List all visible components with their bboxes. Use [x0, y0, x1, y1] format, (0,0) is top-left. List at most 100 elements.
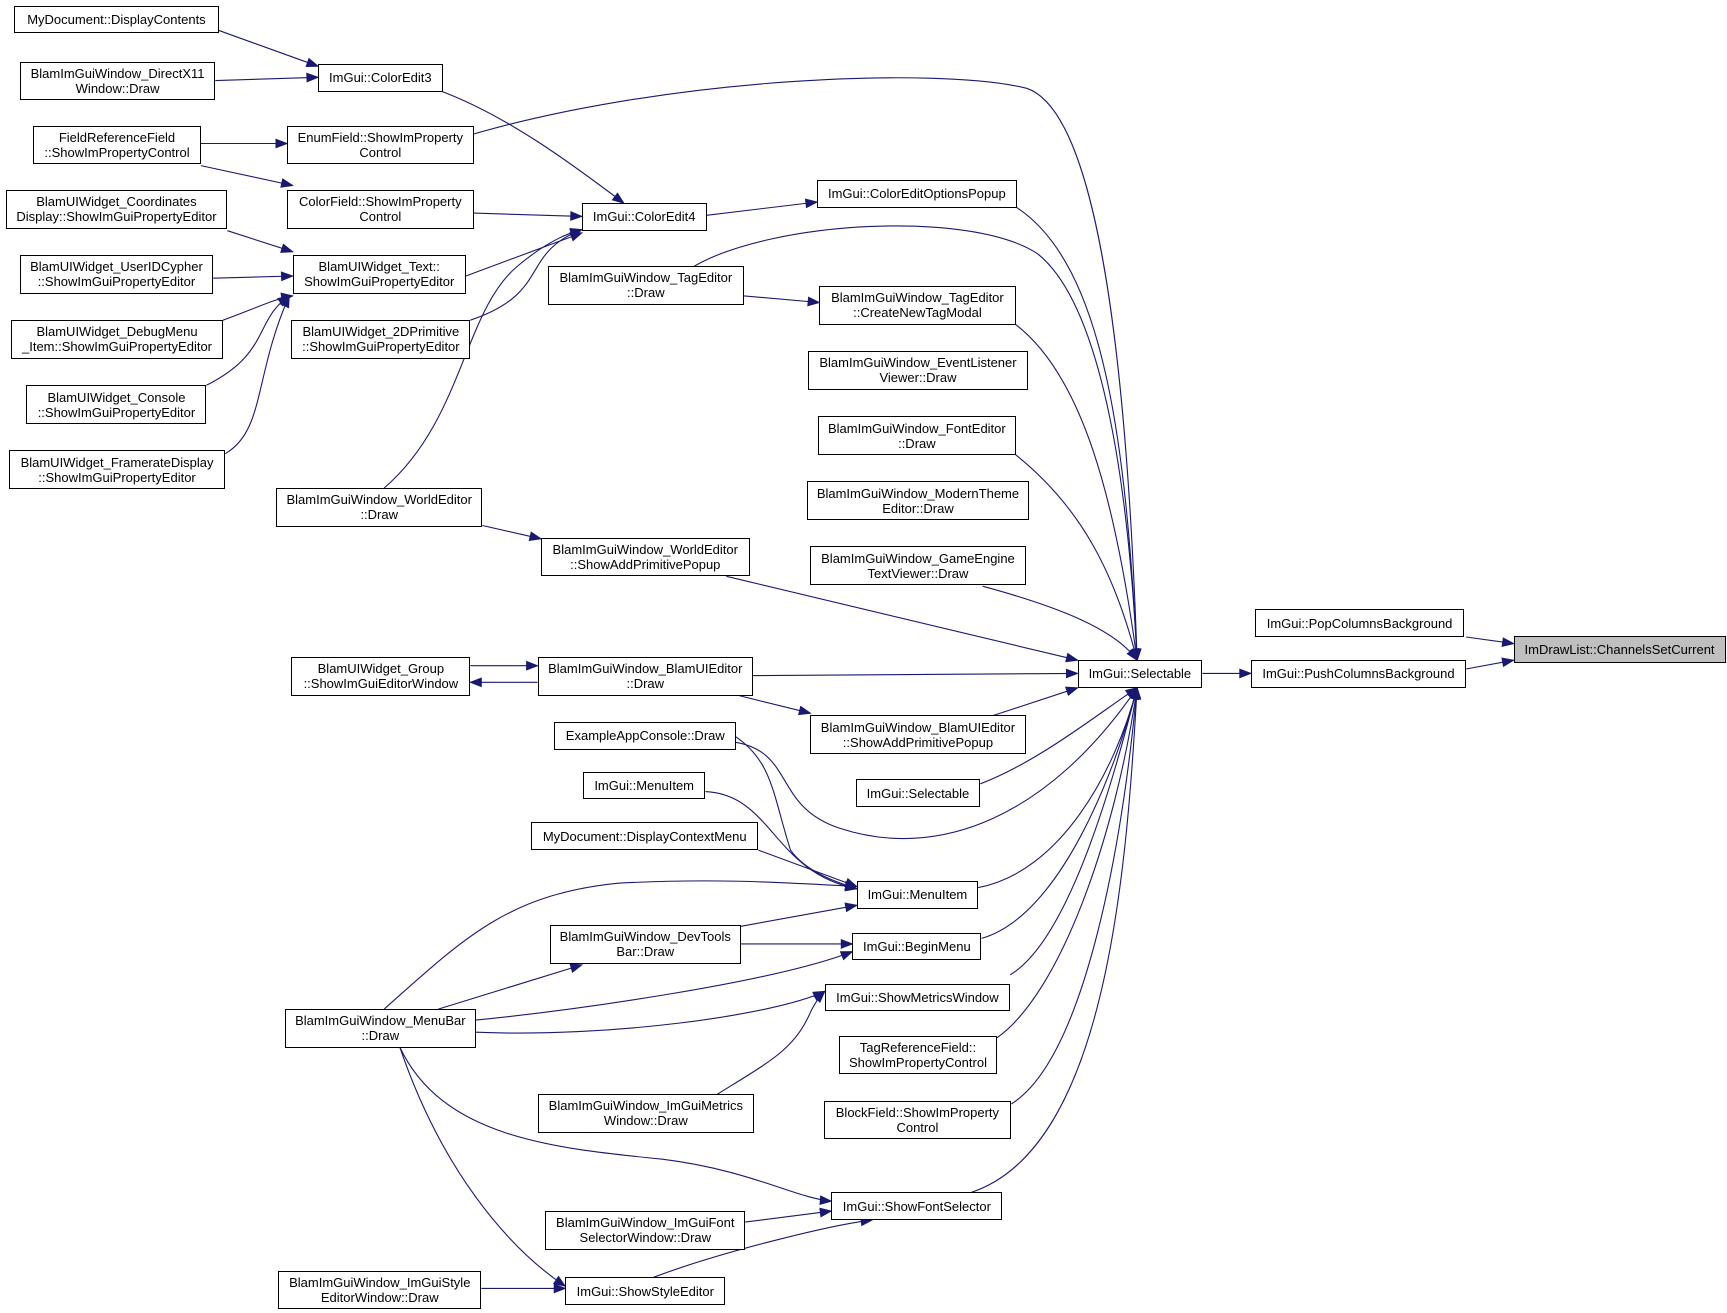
- node-label-line: ImGui::ColorEdit4: [592, 209, 696, 225]
- graph-node-appconsole[interactable]: ExampleAppConsole::Draw: [554, 722, 737, 750]
- graph-node-text[interactable]: BlamUIWidget_Text::ShowImGuiPropertyEdit…: [292, 255, 466, 294]
- graph-node-tageditor[interactable]: BlamImGuiWindow_TagEditor::Draw: [547, 266, 745, 305]
- arrowhead-icon: [1065, 652, 1079, 663]
- graph-node-addprim-ui[interactable]: BlamImGuiWindow_BlamUIEditor::ShowAddPri…: [810, 715, 1026, 755]
- graph-node-debugmenu[interactable]: BlamUIWidget_DebugMenu_Item::ShowImGuiPr…: [11, 320, 223, 359]
- graph-node-display-contents[interactable]: MyDocument::DisplayContents: [14, 5, 219, 34]
- arrowhead-icon: [844, 902, 859, 913]
- graph-node-fonteditor[interactable]: BlamImGuiWindow_FontEditor::Draw: [818, 416, 1016, 455]
- graph-node-selectable2[interactable]: ImGui::Selectable: [855, 779, 981, 808]
- node-label-line: Viewer::Draw: [879, 370, 957, 386]
- call-edge: [694, 225, 1138, 661]
- graph-node-menuitem-r[interactable]: ImGui::MenuItem: [856, 880, 979, 909]
- call-edge: [977, 687, 1138, 889]
- graph-node-coloredit3[interactable]: ImGui::ColorEdit3: [317, 64, 443, 92]
- node-label-line: ImDrawList::ChannelsSetCurrent: [1524, 642, 1715, 658]
- node-label-line: EditorWindow::Draw: [320, 1290, 439, 1306]
- call-edge: [653, 1219, 873, 1278]
- node-label-line: BlamImGuiWindow_ImGuiStyle: [289, 1275, 471, 1291]
- node-label-line: Bar::Draw: [616, 944, 675, 960]
- node-label-line: ::ShowImGuiPropertyEditor: [38, 469, 196, 485]
- node-label-line: ImGui::ShowMetricsWindow: [836, 989, 999, 1005]
- node-label-line: BlamImGuiWindow_DevTools: [559, 929, 731, 945]
- graph-node-push[interactable]: ImGui::PushColumnsBackground: [1250, 660, 1467, 688]
- node-label-line: ::Draw: [360, 507, 398, 523]
- arrowhead-icon: [1126, 647, 1138, 662]
- graph-node-createtag[interactable]: BlamImGuiWindow_TagEditor::CreateNewTagM…: [819, 285, 1016, 325]
- graph-node-coloredit4[interactable]: ImGui::ColorEdit4: [581, 203, 707, 231]
- arrowhead-icon: [553, 1283, 567, 1294]
- graph-node-selectable[interactable]: ImGui::Selectable: [1077, 660, 1203, 688]
- call-edge: [206, 295, 290, 386]
- graph-node-tagref[interactable]: TagReferenceField::ShowImPropertyControl: [839, 1035, 997, 1075]
- node-label-line: BlamUIWidget_DebugMenu: [36, 324, 198, 340]
- node-label-line: ImGui::ShowFontSelector: [842, 1198, 991, 1214]
- arrowhead-icon: [526, 660, 540, 671]
- arrowhead-icon: [1064, 686, 1079, 697]
- call-edge: [475, 951, 853, 1021]
- graph-node-fieldref[interactable]: FieldReferenceField::ShowImPropertyContr…: [33, 125, 201, 165]
- call-edge: [475, 990, 825, 1034]
- node-label-line: BlamImGuiWindow_GameEngine: [821, 550, 1015, 566]
- graph-node-pop[interactable]: ImGui::PopColumnsBackground: [1255, 609, 1464, 637]
- arrowhead-icon: [839, 951, 854, 961]
- node-label-line: ColorField::ShowImProperty: [299, 194, 462, 210]
- graph-node-addprim-world[interactable]: BlamImGuiWindow_WorldEditor::ShowAddPrim…: [540, 537, 750, 577]
- node-label-line: SelectorWindow::Draw: [579, 1230, 712, 1246]
- graph-node-menuitem-l[interactable]: ImGui::MenuItem: [582, 771, 706, 800]
- node-label-line: BlamImGuiWindow_EventListener: [819, 355, 1017, 371]
- arrowhead-icon: [552, 1275, 567, 1287]
- call-edge: [383, 229, 582, 489]
- arrowhead-icon: [611, 192, 625, 204]
- node-label-line: BlamUIWidget_2DPrimitive: [302, 324, 460, 340]
- call-edge: [1011, 687, 1138, 1105]
- graph-node-framerate[interactable]: BlamUIWidget_FramerateDisplay::ShowImGui…: [8, 450, 226, 490]
- graph-node-2dprim[interactable]: BlamUIWidget_2DPrimitive::ShowImGuiPrope…: [291, 320, 471, 359]
- graph-node-useridc[interactable]: BlamUIWidget_UserIDCypher::ShowImGuiProp…: [19, 255, 214, 294]
- call-edge: [383, 880, 857, 1010]
- graph-node-group[interactable]: BlamUIWidget_Group::ShowImGuiEditorWindo…: [291, 656, 471, 696]
- node-label-line: TagReferenceField::: [859, 1039, 977, 1055]
- node-label-line: ::ShowAddPrimitivePopup: [570, 556, 721, 572]
- graph-node-beginmenu[interactable]: ImGui::BeginMenu: [852, 932, 982, 961]
- graph-node-uieditor[interactable]: BlamImGuiWindow_BlamUIEditor::Draw: [537, 656, 753, 696]
- node-label-line: ::ShowImGuiPropertyEditor: [37, 274, 196, 290]
- arrowhead-icon: [1239, 668, 1253, 679]
- graph-node-channels[interactable]: ImDrawList::ChannelsSetCurrent: [1513, 635, 1726, 664]
- graph-node-coloropts[interactable]: ImGui::ColorEditOptionsPopup: [816, 179, 1017, 208]
- graph-node-worldeditor[interactable]: BlamImGuiWindow_WorldEditor::Draw: [276, 487, 483, 527]
- arrowhead-icon: [1501, 637, 1515, 647]
- graph-node-styleeditor[interactable]: ImGui::ShowStyleEditor: [565, 1277, 726, 1305]
- graph-node-console[interactable]: BlamUIWidget_Console::ShowImGuiPropertyE…: [26, 385, 207, 424]
- call-edge: [726, 575, 1078, 661]
- node-label-line: BlamImGuiWindow_MenuBar: [295, 1013, 466, 1029]
- graph-node-fontselector[interactable]: ImGui::ShowFontSelector: [831, 1192, 1003, 1220]
- call-edge: [470, 229, 582, 321]
- node-label-line: ImGui::ShowStyleEditor: [576, 1283, 714, 1299]
- graph-node-contextmenu[interactable]: MyDocument::DisplayContextMenu: [531, 822, 759, 851]
- call-edge: [215, 76, 319, 82]
- node-label-line: BlamUIWidget_UserIDCypher: [30, 259, 203, 275]
- node-label-line: BlamImGuiWindow_ImGuiMetrics: [548, 1098, 743, 1114]
- arrowhead-icon: [528, 531, 543, 541]
- graph-node-metricswin[interactable]: ImGui::ShowMetricsWindow: [824, 983, 1011, 1012]
- node-label-line: BlamImGuiWindow_DirectX11: [30, 66, 205, 82]
- call-edge: [980, 687, 1138, 785]
- node-label-line: Window::Draw: [603, 1113, 688, 1129]
- arrowhead-icon: [280, 271, 295, 282]
- graph-node-menubar[interactable]: BlamImGuiWindow_MenuBar::Draw: [284, 1009, 476, 1048]
